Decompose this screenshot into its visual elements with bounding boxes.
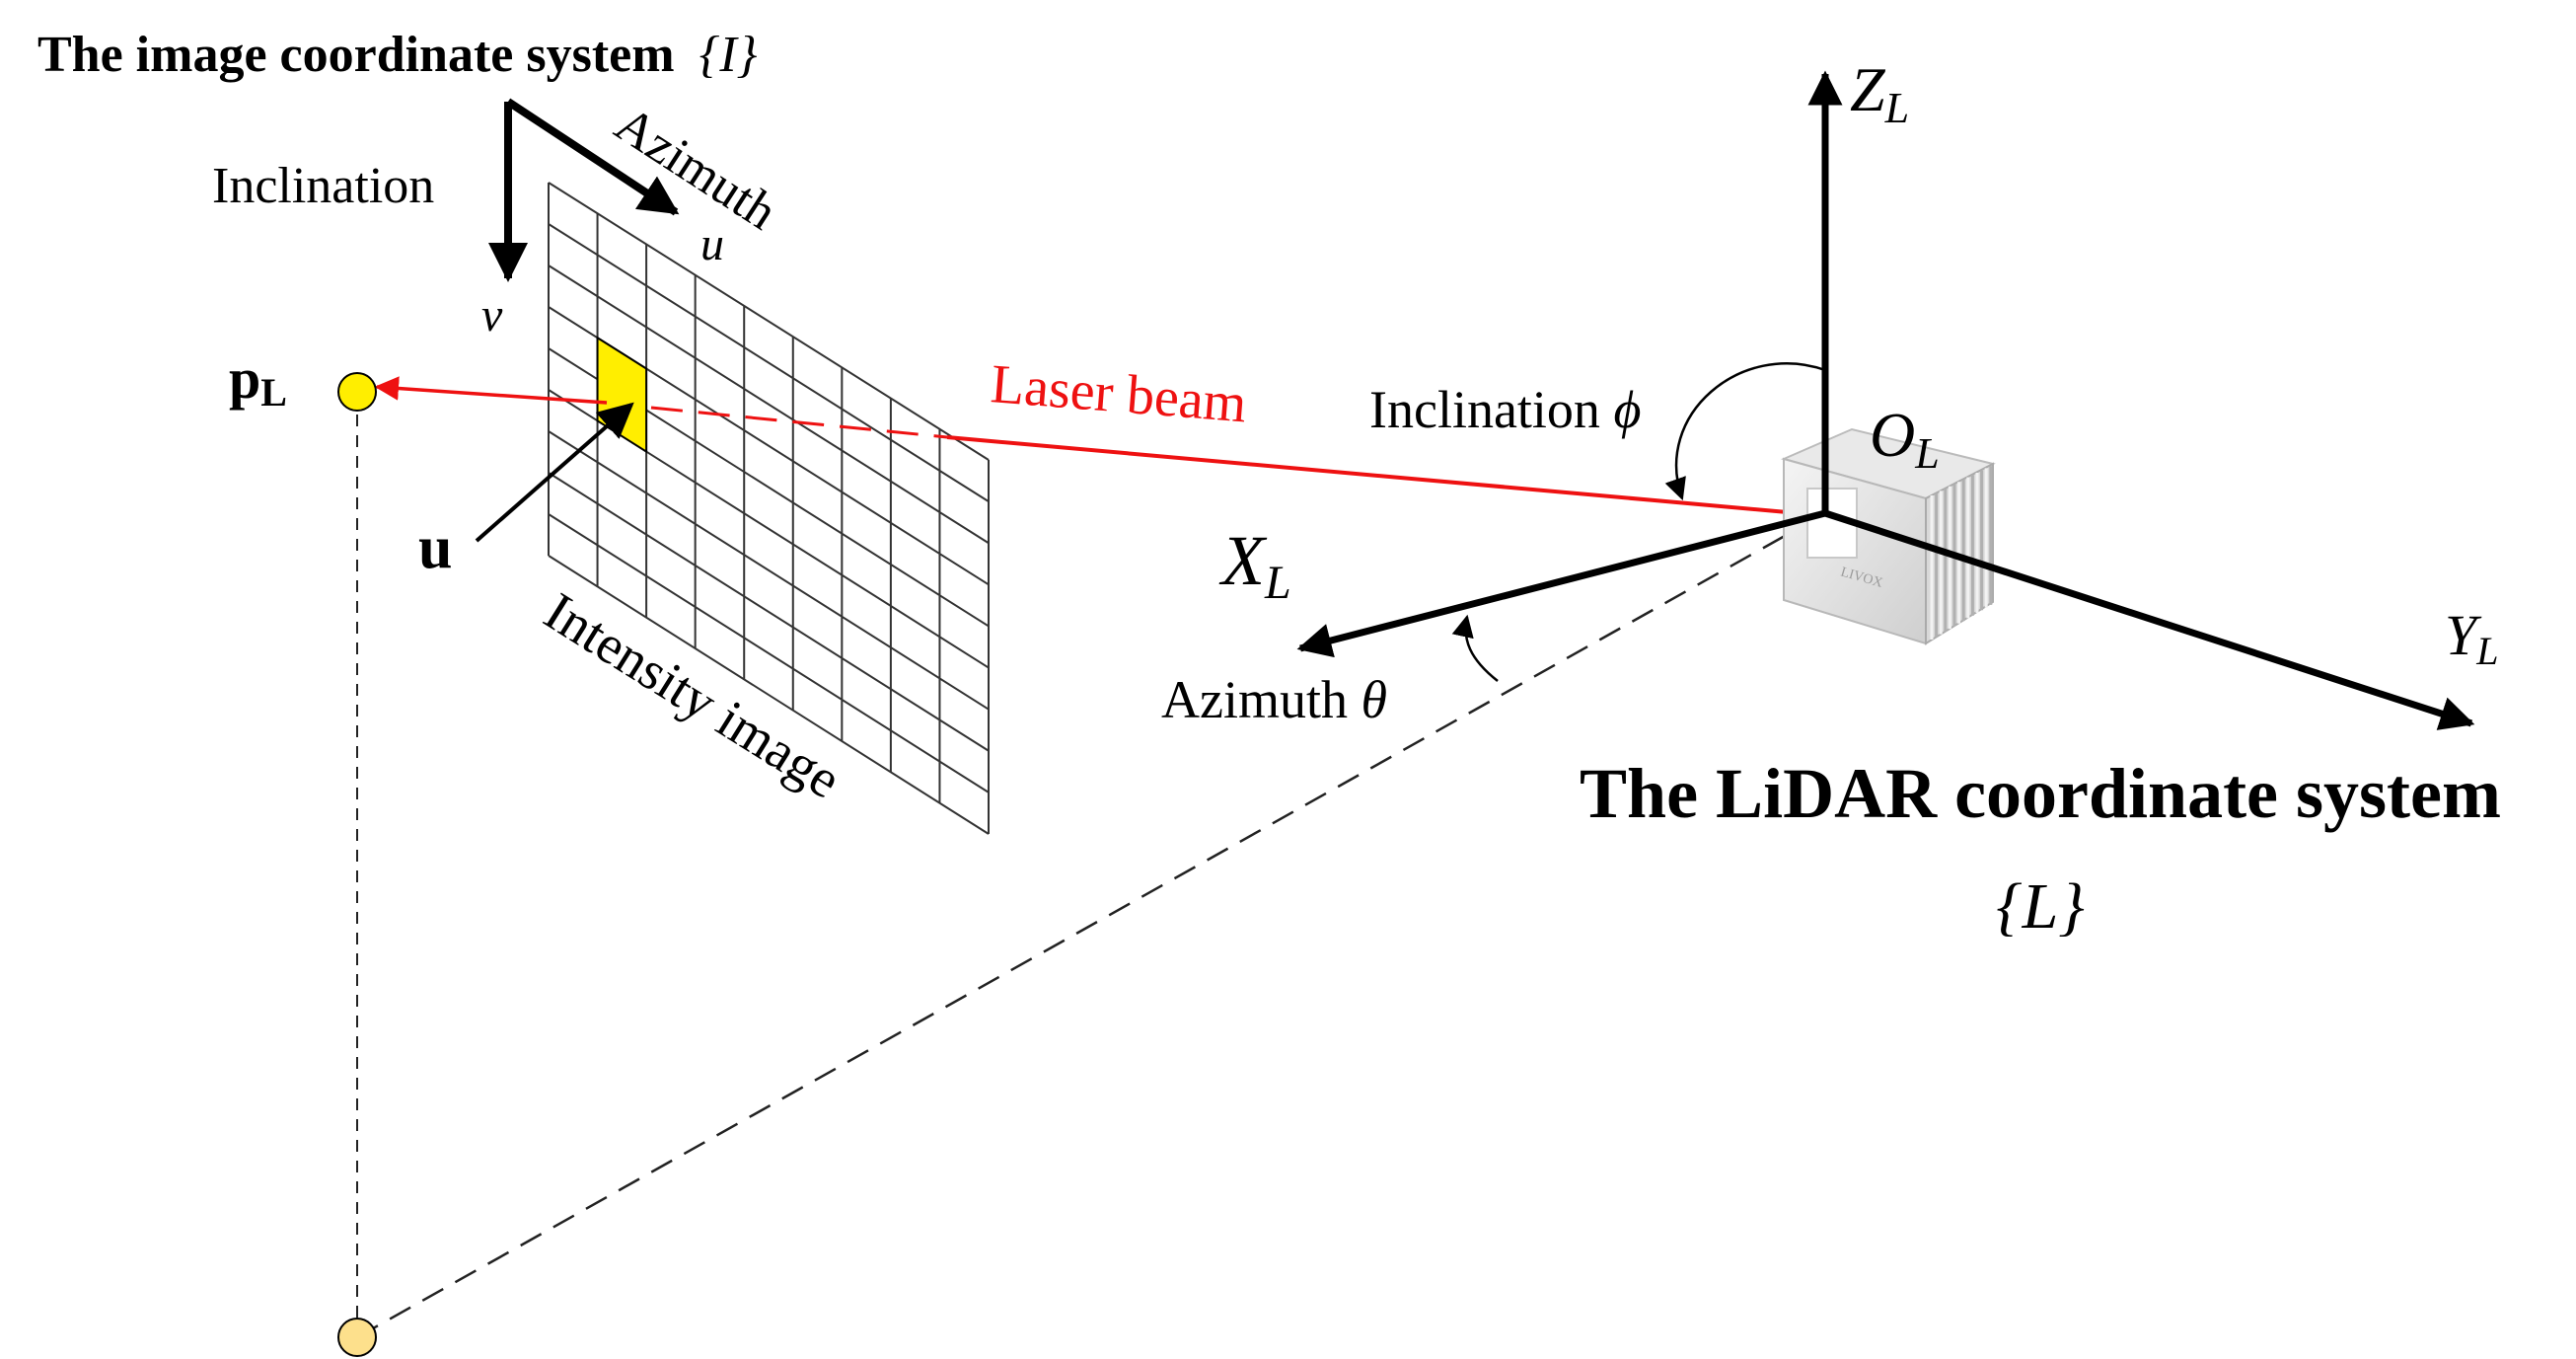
pixel-u-label: u [418, 514, 452, 581]
intensity-image-grid [548, 182, 990, 835]
image-v-label: v [481, 289, 503, 341]
image-system-title-symbol: {I} [699, 27, 758, 83]
x-axis [1296, 509, 1826, 658]
image-system-title-text: The image coordinate system [37, 27, 675, 83]
pixel-u-arrow [475, 402, 634, 543]
y-axis-label: YL [2445, 603, 2499, 673]
lidar-azimuth-symbol: θ [1361, 670, 1387, 729]
inclination-arc [1664, 362, 1826, 501]
ground-projection-line [356, 511, 1826, 1339]
grid-row-line [548, 555, 990, 835]
grid-row-line [548, 472, 990, 752]
lidar-system-symbol: {L} [1996, 870, 2085, 943]
x-axis-base: X [1218, 521, 1268, 600]
grid-row-line [548, 513, 990, 793]
point-pl-label: pL [229, 346, 287, 415]
image-axes [488, 98, 680, 282]
origin-label: OL [1870, 400, 1940, 478]
laser-beam-dashed-segment [650, 406, 948, 439]
grid-row-line [548, 182, 990, 461]
laser-beam-line [946, 435, 1821, 517]
point-pl-marker [337, 372, 377, 412]
highlighted-pixel [596, 336, 648, 454]
image-system-title: The image coordinate system {I} [37, 27, 758, 83]
lidar-inclination-label: Inclination ϕ [1369, 380, 1641, 439]
device-front-window [1806, 488, 1858, 559]
x-axis-subscript: L [1264, 557, 1291, 609]
y-axis [1823, 509, 2475, 730]
y-axis-subscript: L [2475, 629, 2498, 673]
lidar-azimuth-text: Azimuth [1161, 670, 1348, 729]
grid-row-line [548, 430, 990, 711]
grid-row-line [548, 264, 990, 545]
lidar-axes [1296, 70, 2475, 730]
azimuth-u-axis [505, 98, 680, 216]
image-inclination-label: Inclination [212, 158, 434, 214]
grid-row-line [548, 223, 990, 502]
z-axis-label: ZL [1850, 54, 1909, 132]
lidar-azimuth-label: Azimuth θ [1161, 670, 1387, 729]
image-azimuth-label: Azimuth [605, 96, 786, 241]
x-axis-label: XL [1218, 521, 1291, 609]
origin-base: O [1870, 400, 1915, 470]
lidar-inclination-text: Inclination [1369, 380, 1600, 439]
z-axis-subscript: L [1884, 84, 1909, 132]
image-u-label: u [700, 218, 724, 270]
z-axis-base: Z [1850, 54, 1886, 124]
lidar-inclination-symbol: ϕ [1613, 380, 1641, 439]
laser-beam-return-arrow [374, 376, 608, 405]
origin-subscript: L [1914, 429, 1939, 478]
laser-beam-label: Laser beam [989, 353, 1249, 434]
lidar-system-title: The LiDAR coordinate system [1580, 754, 2501, 833]
point-pl-subscript: L [260, 370, 287, 415]
azimuth-arc [1451, 614, 1499, 682]
projected-point-marker [337, 1318, 377, 1357]
point-pl-base: p [229, 346, 260, 411]
y-axis-base: Y [2445, 603, 2482, 667]
intensity-image-label: Intensity image [535, 580, 851, 809]
